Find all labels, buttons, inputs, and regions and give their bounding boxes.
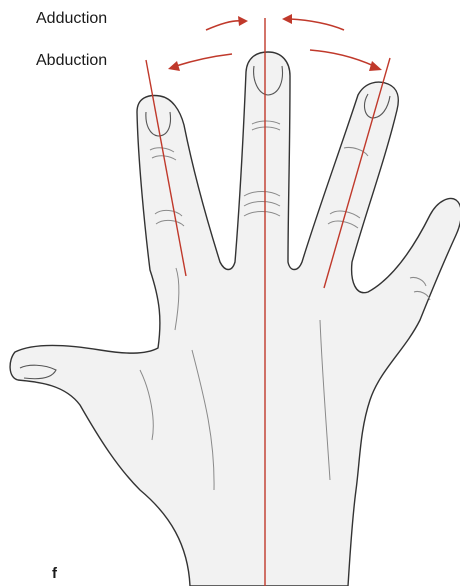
abduction-label: Abduction <box>36 52 107 70</box>
panel-letter: f <box>52 565 57 582</box>
adduction-label: Adduction <box>36 10 107 28</box>
hand-outline <box>10 52 460 586</box>
